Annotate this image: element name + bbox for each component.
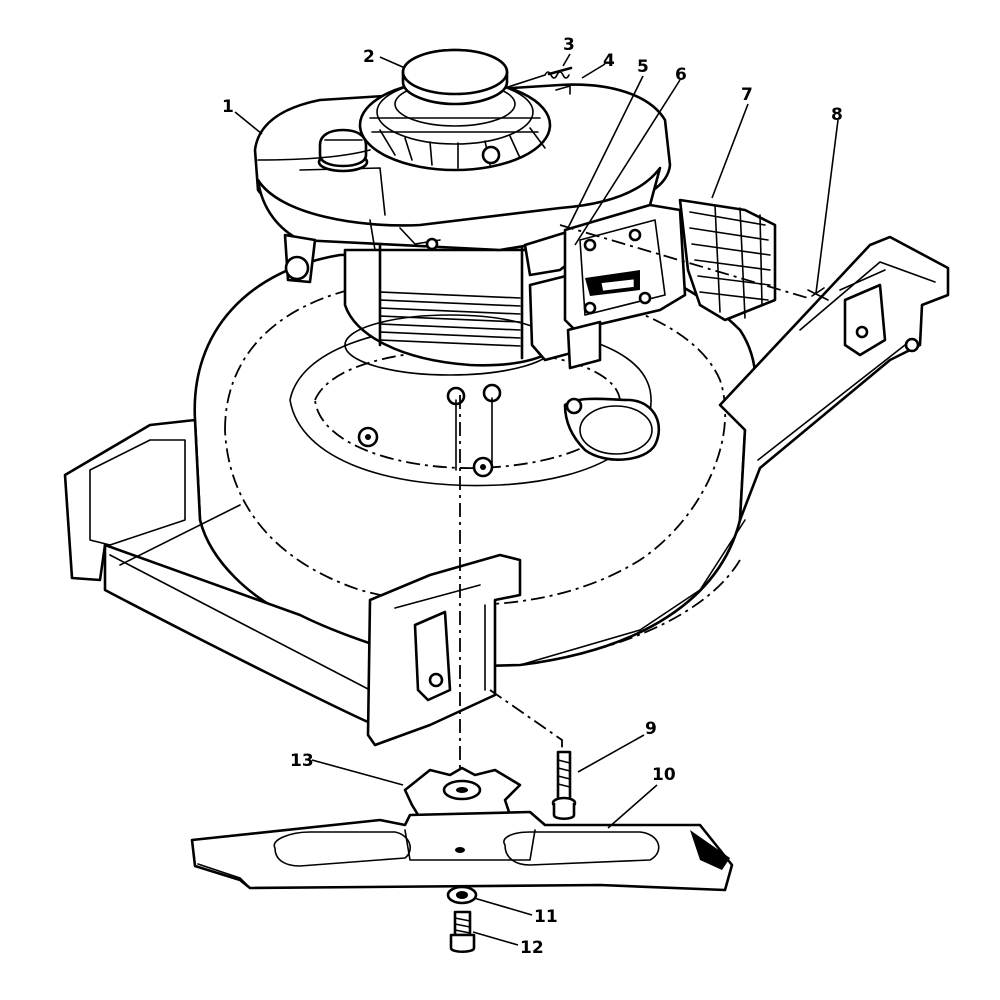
starter-cover-cap — [401, 48, 509, 106]
callout-10: 10 — [652, 765, 676, 785]
callout-labels: 1 2 3 4 5 6 7 8 9 10 11 12 13 — [222, 35, 843, 958]
bolt-centerline — [489, 689, 563, 750]
callout-2: 2 — [363, 47, 375, 67]
governor-link — [555, 85, 571, 95]
muffler-bolt-centerline — [559, 224, 809, 299]
callout-8: 8 — [831, 105, 843, 125]
callout-11: 11 — [534, 907, 558, 927]
muffler-assembly — [563, 198, 777, 370]
blade-washer — [446, 885, 478, 905]
callout-13: 13 — [290, 751, 314, 771]
callout-9: 9 — [645, 719, 657, 739]
callout-3: 3 — [563, 35, 575, 55]
adapter-bolt — [551, 750, 577, 821]
callout-7: 7 — [741, 85, 753, 105]
mower-deck — [63, 235, 950, 747]
callout-6: 6 — [675, 65, 687, 85]
governor-spring — [504, 66, 573, 89]
callout-1: 1 — [222, 97, 234, 117]
engine — [253, 78, 672, 376]
callout-5: 5 — [637, 57, 649, 77]
callout-4: 4 — [603, 51, 615, 71]
callout-12: 12 — [520, 938, 544, 958]
mower-blade — [190, 810, 734, 892]
leader-lines — [234, 53, 839, 946]
blade-bolt — [449, 910, 476, 954]
